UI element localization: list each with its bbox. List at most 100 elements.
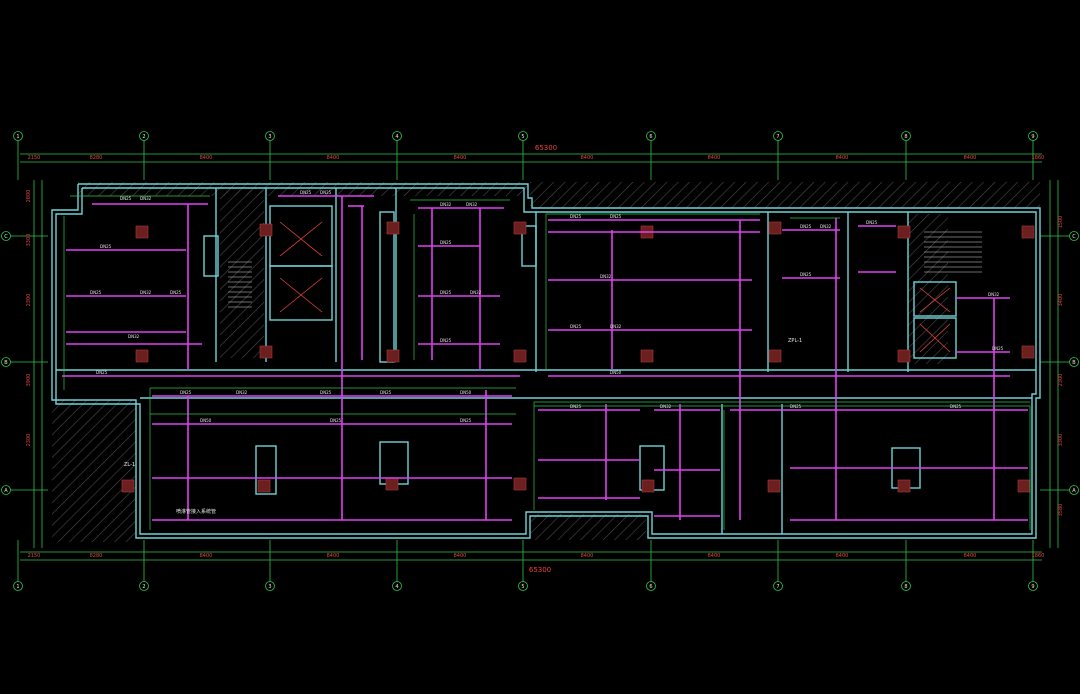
- hatch-left: [52, 400, 136, 542]
- column: [385, 477, 399, 491]
- column: [768, 221, 782, 235]
- axis-bubble: [901, 581, 911, 591]
- axis-bubble: [392, 131, 402, 141]
- axis-bubble: [392, 581, 402, 591]
- riser-label-mid: ZPL-1: [788, 338, 802, 344]
- side-dimension: 3900: [26, 374, 32, 387]
- pipe-size-label: DN50: [460, 390, 472, 395]
- axis-label: 6: [649, 584, 652, 590]
- axis-label: B: [1072, 360, 1076, 366]
- pipe-size-label: DN32: [470, 290, 482, 295]
- total-dimension-top: 65300: [535, 144, 557, 152]
- pipe-size-label: DN25: [440, 290, 452, 295]
- column: [121, 479, 135, 493]
- hatch-top-left: [78, 182, 528, 196]
- bay-dimension: 8400: [964, 155, 977, 161]
- pipe-size-label: DN25: [440, 240, 452, 245]
- axis-bubble: [1069, 357, 1079, 367]
- pipe-size-label: DN32: [128, 334, 140, 339]
- pipe-size-label: DN32: [988, 292, 1000, 297]
- pipe-size-label: DN25: [330, 418, 342, 423]
- side-dimension: 2800: [26, 190, 32, 203]
- column: [257, 479, 271, 493]
- column: [640, 349, 654, 363]
- inner-wall-1: [55, 187, 1037, 535]
- pipe-size-label: DN32: [466, 202, 478, 207]
- pipe-size-label: DN25: [180, 390, 192, 395]
- axis-label: 8: [904, 134, 907, 140]
- pipe-size-label: DN25: [610, 214, 622, 219]
- axis-label: C: [4, 234, 8, 240]
- pipe-size-label: DN32: [440, 202, 452, 207]
- axis-label: A: [4, 488, 8, 494]
- side-dimension: 3580: [1058, 504, 1064, 517]
- axis-bubble: [1, 485, 11, 495]
- column: [386, 221, 400, 235]
- axis-bubble: [646, 131, 656, 141]
- pipe-size-label: DN25: [460, 418, 472, 423]
- bay-dimension: 8400: [836, 155, 849, 161]
- total-dimension-bottom: 65300: [529, 566, 551, 574]
- pipe-size-label: DN32: [610, 324, 622, 329]
- column: [259, 223, 273, 237]
- axis-bubble: [13, 581, 23, 591]
- axis-bubble: [265, 131, 275, 141]
- pipe-size-label: DN25: [100, 244, 112, 249]
- pipe-size-label: DN25: [320, 190, 332, 195]
- axis-label: 7: [776, 584, 779, 590]
- column: [897, 479, 911, 493]
- axis-label: 7: [776, 134, 779, 140]
- bay-dimension: 8400: [454, 155, 467, 161]
- column: [897, 225, 911, 239]
- bay-dimension: 8400: [454, 553, 467, 559]
- axis-label: 1: [16, 134, 19, 140]
- axis-bubble: [265, 581, 275, 591]
- column: [767, 479, 781, 493]
- axis-label: 6: [649, 134, 652, 140]
- column: [386, 349, 400, 363]
- axis-bubble: [1, 357, 11, 367]
- bay-dimension: 8400: [708, 553, 721, 559]
- pipe-size-label: DN25: [800, 272, 812, 277]
- pipe-size-label: DN25: [120, 196, 132, 201]
- column: [641, 479, 655, 493]
- axis-label: B: [4, 360, 8, 366]
- pipe-size-label: DN25: [90, 290, 102, 295]
- column: [1017, 479, 1031, 493]
- column: [135, 225, 149, 239]
- bay-dimension: 2150: [28, 155, 41, 161]
- axis-bubble: [139, 581, 149, 591]
- pipe-size-label: DN32: [236, 390, 248, 395]
- pipe-size-label: DN50: [200, 418, 212, 423]
- riser-label-left: ZL-1: [124, 462, 135, 468]
- axis-grid: [10, 140, 1070, 582]
- bay-dimension: 2150: [28, 553, 41, 559]
- axis-label: 5: [521, 134, 524, 140]
- axis-label: C: [1072, 234, 1076, 240]
- axis-label: 9: [1031, 584, 1034, 590]
- bay-dimension: 8400: [964, 553, 977, 559]
- axis-bubble: [773, 131, 783, 141]
- axis-label: A: [1072, 488, 1076, 494]
- hatch-bottom-mid: [530, 514, 646, 540]
- axis-bubble: [13, 131, 23, 141]
- axis-label: 2: [142, 584, 145, 590]
- hatch-top-right: [530, 182, 1040, 208]
- pipe-size-label: DN25: [570, 404, 582, 409]
- pipe-size-label: DN25: [380, 390, 392, 395]
- column: [1021, 345, 1035, 359]
- column: [513, 349, 527, 363]
- bay-dimension: 8400: [836, 553, 849, 559]
- stairs: [228, 231, 982, 308]
- axis-bubble: [1028, 131, 1038, 141]
- pipe-size-label: DN50: [610, 370, 622, 375]
- structural-columns: [121, 221, 1035, 493]
- column: [513, 477, 527, 491]
- pipe-size-label: DN25: [300, 190, 312, 195]
- bay-dimension: 8400: [327, 553, 340, 559]
- bay-dimension: 8400: [708, 155, 721, 161]
- side-dimension: 2300: [26, 294, 32, 307]
- axis-label: 9: [1031, 134, 1034, 140]
- pipe-size-label: DN25: [950, 404, 962, 409]
